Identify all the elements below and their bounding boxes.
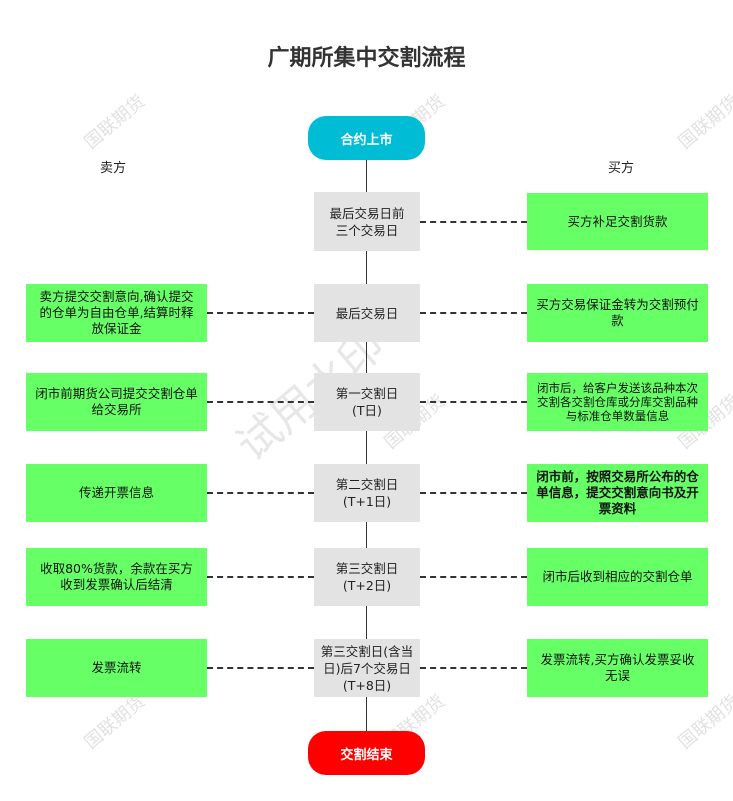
seller-step-box: 卖方提交交割意向,确认提交的仓单为自由仓单,结算时释放保证金 [26,284,207,342]
connector-line [366,160,367,192]
dashed-connector-left [207,312,314,314]
seller-step-box: 闭市前期货公司提交交割仓单给交易所 [26,373,207,431]
dashed-connector-left [207,492,314,494]
step-center-box: 最后交易日 [314,284,420,342]
buyer-step-box: 买方交易保证金转为交割预付款 [527,284,708,342]
buyer-label: 买方 [608,161,635,176]
connector-line [366,251,367,284]
buyer-step-box: 发票流转,买方确认发票妥收无误 [527,639,708,697]
dashed-connector-right [420,576,527,578]
connector-line [366,697,367,731]
watermark-6: 国联期货 [80,690,150,754]
dashed-connector-right [420,667,527,669]
dashed-connector-left [207,667,314,669]
dashed-connector-right [420,401,527,403]
end-node: 交割结束 [308,731,425,775]
buyer-step-box: 闭市前，按照交易所公布的仓单信息，提交交割意向书及开票资料 [527,464,708,522]
dashed-connector-left [207,576,314,578]
watermark-3: 国联期货 [674,90,733,154]
page-title: 广期所集中交割流程 [267,46,466,71]
dashed-connector-right [420,312,527,314]
buyer-step-box: 买方补足交割货款 [527,193,708,250]
connector-line [366,342,367,373]
connector-line [366,606,367,639]
seller-step-box: 传递开票信息 [26,464,207,522]
connector-line [366,522,367,548]
watermark-8: 国联期货 [674,690,733,754]
seller-label: 卖方 [100,161,127,176]
seller-step-box: 发票流转 [26,639,207,697]
connector-line [366,431,367,464]
step-center-box: 第二交割日 (T+1日) [314,464,420,522]
dashed-connector-right [420,221,527,223]
step-center-box: 第三交割日 (T+2日) [314,548,420,606]
step-center-box: 最后交易日前 三个交易日 [314,192,420,251]
buyer-step-box: 闭市后，给客户发送该品种本次交割各交割仓库或分库交割品种与标准仓单数量信息 [527,373,708,431]
step-center-box: 第一交割日 (T日) [314,373,420,431]
watermark-1: 国联期货 [80,90,150,154]
start-node: 合约上市 [308,116,425,160]
step-center-box: 第三交割日(含当日)后7个交易日(T+8日) [314,639,420,697]
seller-step-box: 收取80%货款，余款在买方收到发票确认后结清 [26,548,207,606]
dashed-connector-right [420,492,527,494]
dashed-connector-left [207,401,314,403]
buyer-step-box: 闭市后收到相应的交割仓单 [527,548,708,606]
